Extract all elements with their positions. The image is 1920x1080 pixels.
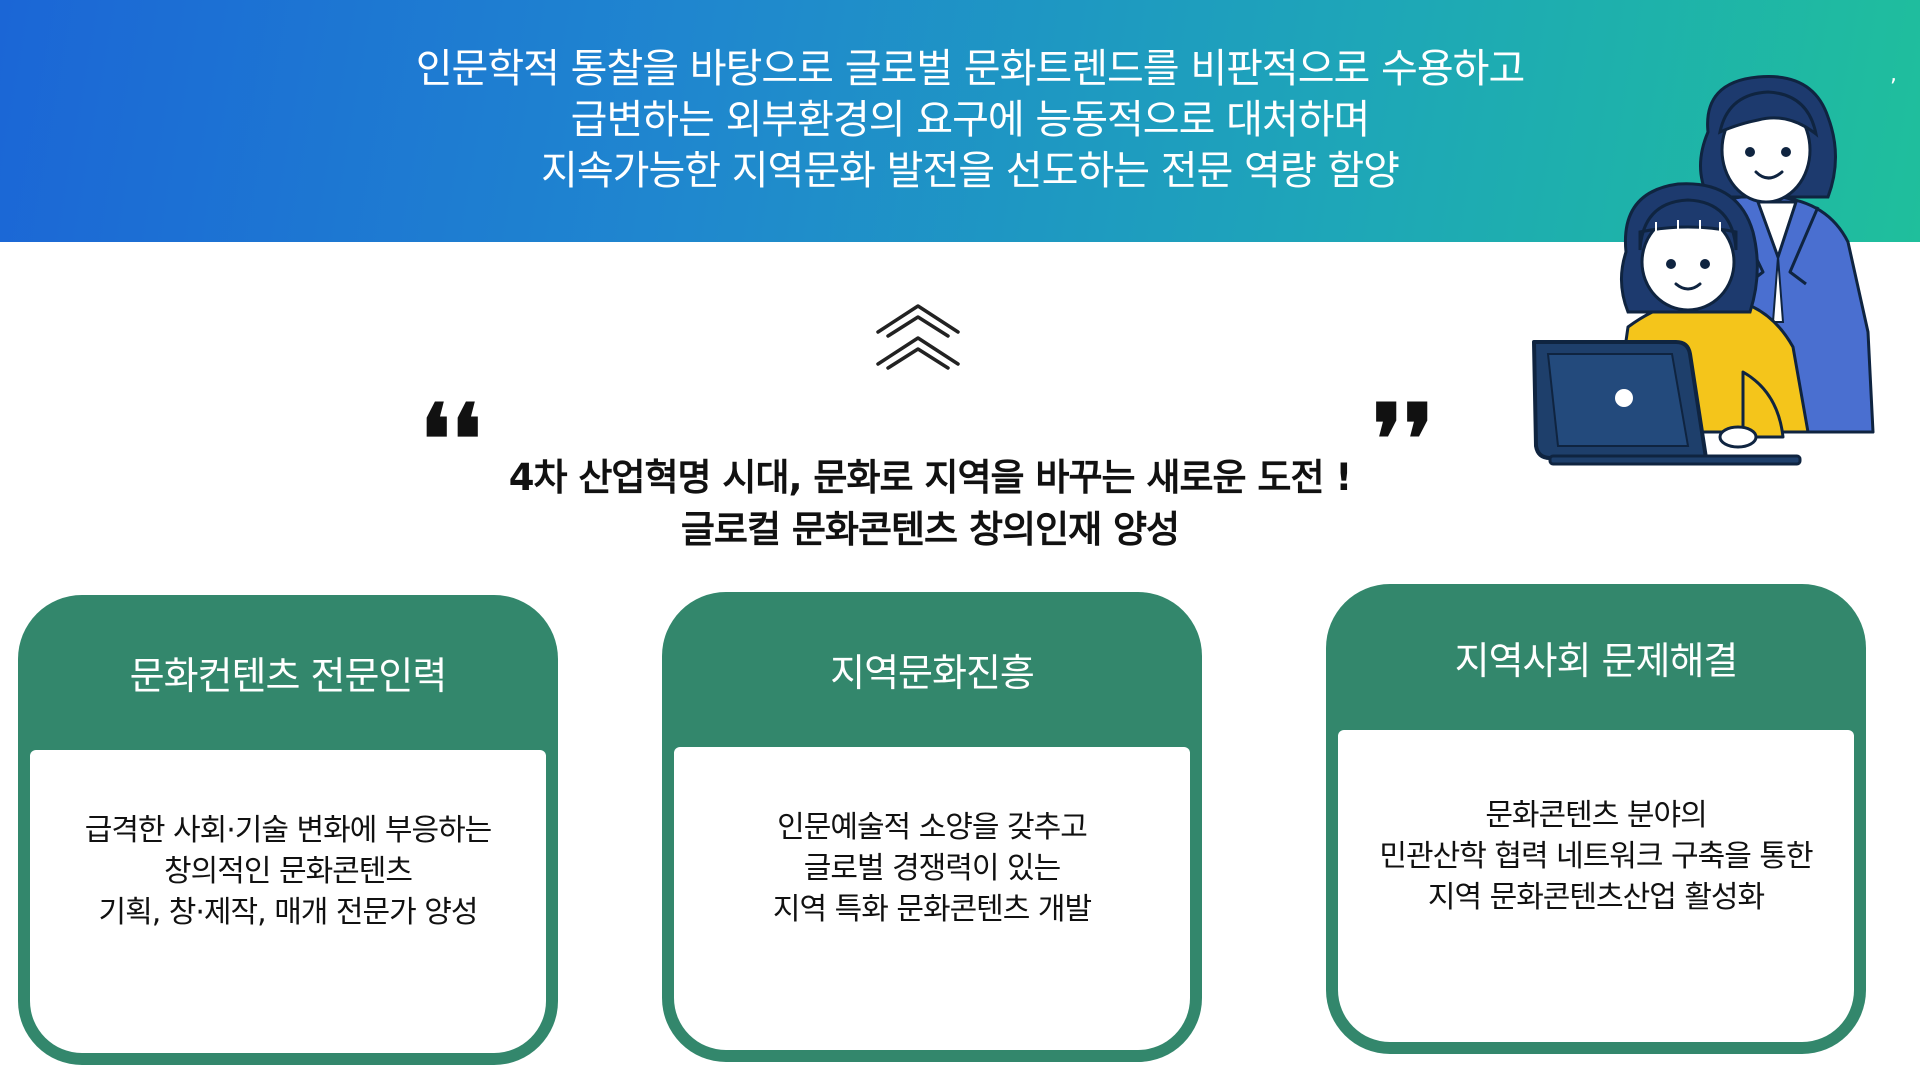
card-line: 지역 특화 문화콘텐츠 개발 (772, 892, 1092, 927)
card-community-problem-solving: 지역사회 문제해결 문화콘텐츠 분야의 민관산학 협력 네트워크 구축을 통한 … (1326, 584, 1866, 1054)
banner-text: 인문학적 통찰을 바탕으로 글로벌 문화트렌드를 비판적으로 수용하고 급변하는… (300, 44, 1640, 197)
card-line: 문화콘텐츠 분야의 (1485, 797, 1707, 833)
card-line: 지역 문화콘텐츠산업 활성화 (1427, 879, 1765, 915)
card-body: 문화콘텐츠 분야의 민관산학 협력 네트워크 구축을 통한 지역 문화콘텐츠산업… (1338, 730, 1854, 1042)
slogan-line-2: 글로컬 문화콘텐츠 창의인재 양성 (680, 508, 1180, 551)
slogan: 4차 산업혁명 시대, 문화로 지역을 바꾸는 새로운 도전 ! 글로컬 문화콘… (430, 452, 1430, 556)
banner-line-3: 지속가능한 지역문화 발전을 선도하는 전문 역량 함양 (541, 148, 1400, 194)
card-title: 지역문화진흥 (830, 651, 1035, 695)
card-title: 지역사회 문제해결 (1454, 638, 1739, 683)
card-body: 인문예술적 소양을 갖추고 글로벌 경쟁력이 있는 지역 특화 문화콘텐츠 개발 (674, 747, 1190, 1050)
card-line: 인문예술적 소양을 갖추고 (777, 810, 1088, 845)
top-banner: 인문학적 통찰을 바탕으로 글로벌 문화트렌드를 비판적으로 수용하고 급변하는… (0, 0, 1920, 242)
banner-line-2: 급변하는 외부환경의 요구에 능동적으로 대처하며 (570, 97, 1371, 143)
slogan-line-1: 4차 산업혁명 시대, 문화로 지역을 바꾸는 새로운 도전 ! (508, 456, 1353, 499)
open-quote-icon: ❛❛ (420, 383, 482, 496)
close-quote-icon: ❜❜ (1372, 383, 1434, 496)
double-chevron-up-icon (876, 304, 960, 370)
banner-line-1: 인문학적 통찰을 바탕으로 글로벌 문화트렌드를 비판적으로 수용하고 (415, 46, 1526, 92)
banner-mark: , (1890, 62, 1897, 87)
card-line: 기획, 창·제작, 매개 전문가 양성 (98, 895, 479, 930)
card-cultural-content-experts: 문화컨텐츠 전문인력 급격한 사회·기술 변화에 부응하는 창의적인 문화콘텐츠… (18, 595, 558, 1065)
card-title: 문화컨텐츠 전문인력 (129, 654, 448, 698)
card-line: 급격한 사회·기술 변화에 부응하는 (84, 813, 493, 848)
card-regional-culture-promotion: 지역문화진흥 인문예술적 소양을 갖추고 글로벌 경쟁력이 있는 지역 특화 문… (662, 592, 1202, 1062)
card-line: 창의적인 문화콘텐츠 (164, 854, 413, 889)
card-body: 급격한 사회·기술 변화에 부응하는 창의적인 문화콘텐츠 기획, 창·제작, … (30, 750, 546, 1053)
card-line: 글로벌 경쟁력이 있는 (803, 851, 1061, 886)
teacher-student-laptop-illustration (1532, 75, 1875, 466)
card-line: 민관산학 협력 네트워크 구축을 통한 (1379, 838, 1813, 874)
